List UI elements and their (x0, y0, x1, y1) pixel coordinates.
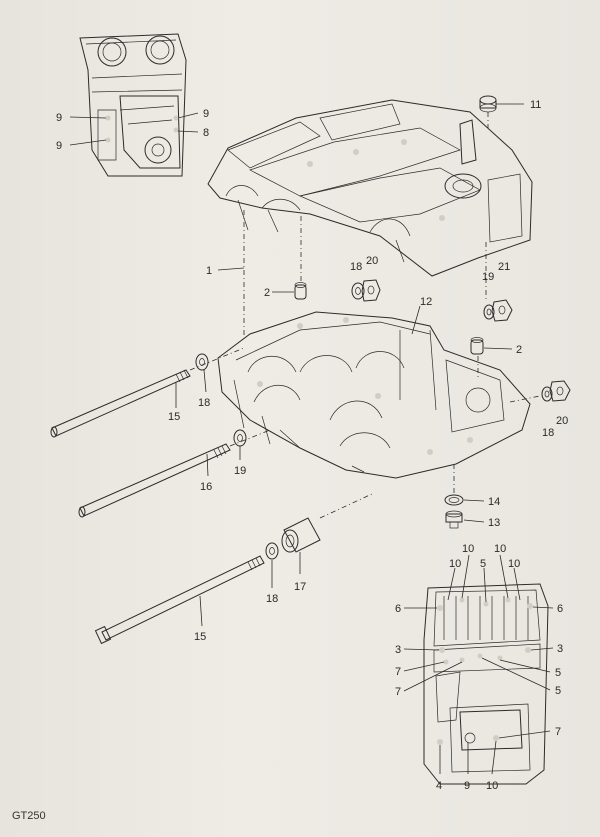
callout-15-upper: 15 (168, 411, 180, 423)
callout-9-right: 9 (203, 108, 209, 120)
callout-9-bottom: 9 (464, 780, 470, 792)
callout-10-top-4: 10 (508, 558, 520, 570)
callout-13: 13 (488, 517, 500, 529)
callout-9-lower-left: 9 (56, 140, 62, 152)
washer-18-upper (351, 282, 365, 300)
nut-20-upper (361, 279, 381, 302)
lower-crankcase (217, 311, 531, 479)
callout-21: 21 (498, 261, 510, 273)
callout-7-left-lower: 7 (395, 686, 401, 698)
callout-7-left-upper: 7 (395, 666, 401, 678)
callout-18-upper: 18 (350, 261, 362, 273)
upper-crankcase (207, 99, 533, 277)
callout-20-right: 20 (556, 415, 568, 427)
inset-underside-view (423, 583, 549, 785)
callout-19-right: 19 (482, 271, 494, 283)
spacer-sleeve-17 (281, 517, 321, 553)
callout-1: 1 (206, 265, 212, 277)
oil-filler-cap (479, 95, 497, 113)
callout-12: 12 (420, 296, 432, 308)
stud-bolt-16 (78, 443, 231, 518)
drain-plug (445, 510, 463, 529)
callout-16: 16 (200, 481, 212, 493)
callout-18-bottom: 18 (266, 593, 278, 605)
callout-10-top-2: 10 (462, 543, 474, 555)
callout-10-top-1: 10 (449, 558, 461, 570)
washer-18-left (195, 353, 209, 371)
callout-9-upper-left: 9 (56, 112, 62, 124)
washer-18-bottom (265, 542, 279, 560)
callout-18-right: 18 (542, 427, 554, 439)
washer-19-right (483, 304, 495, 320)
washer-19-left (233, 429, 247, 447)
callout-5-top: 5 (480, 558, 486, 570)
washer-18-right (541, 386, 553, 402)
nut-20-right (549, 380, 571, 402)
stud-bolt-15-lower (94, 555, 265, 645)
callout-14: 14 (488, 496, 500, 508)
callout-8: 8 (203, 127, 209, 139)
callout-5-right-upper: 5 (555, 667, 561, 679)
callout-2-upper: 2 (264, 287, 270, 299)
callout-10-top-3: 10 (494, 543, 506, 555)
dowel-pin-lower (470, 337, 484, 355)
inset-underside-callouts: 10 10 5 10 10 6 3 7 7 6 3 5 5 7 4 9 10 (395, 543, 563, 792)
callout-5-right-lower: 5 (555, 685, 561, 697)
callout-10-bottom: 10 (486, 780, 498, 792)
callout-18-left: 18 (198, 397, 210, 409)
stud-bolt-15-upper (50, 369, 191, 438)
callout-17: 17 (294, 581, 306, 593)
callout-15-lower: 15 (194, 631, 206, 643)
nut-21 (491, 299, 513, 322)
drain-plug-gasket (444, 494, 464, 506)
main-callouts: 11 1 2 18 20 19 21 12 2 18 20 15 18 16 1… (168, 99, 568, 643)
callout-6-left: 6 (395, 603, 401, 615)
callout-7-right: 7 (555, 726, 561, 738)
alignment-lines (189, 112, 541, 519)
callout-3-left: 3 (395, 644, 401, 656)
callout-6-right: 6 (557, 603, 563, 615)
callout-20-upper: 20 (366, 255, 378, 267)
inset-top-view (79, 33, 187, 177)
inset-top-callouts: 9 9 9 8 (56, 108, 209, 152)
callout-11: 11 (530, 99, 541, 111)
model-code-label: GT250 (12, 810, 46, 822)
callout-2-lower: 2 (516, 344, 522, 356)
callout-3-right: 3 (557, 643, 563, 655)
dowel-pin-upper (294, 282, 307, 300)
callout-4-bottom: 4 (436, 780, 442, 792)
callout-19-left: 19 (234, 465, 246, 477)
